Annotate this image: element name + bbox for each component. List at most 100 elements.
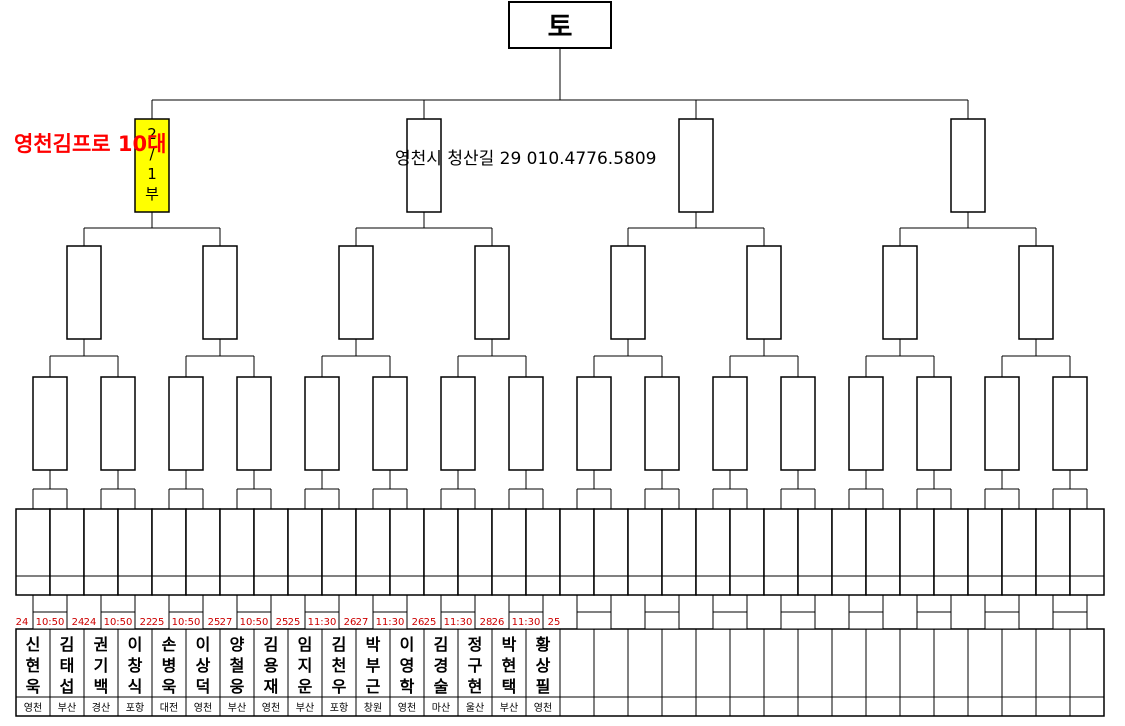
player-region: 영천 <box>194 702 212 714</box>
match-time-box <box>1052 611 1088 630</box>
match-score: 24 <box>72 617 85 628</box>
round1-box <box>559 508 595 596</box>
player-region: 창원 <box>364 702 382 714</box>
round1-box <box>831 508 867 596</box>
match-score: 22 <box>140 617 153 628</box>
player-name: 우 <box>332 677 347 696</box>
player-name: 김 <box>332 635 347 654</box>
match-time-box <box>780 611 816 630</box>
highlight-box <box>134 118 170 213</box>
player-name: 경 <box>434 656 449 675</box>
match-time: 10:50 <box>36 617 65 628</box>
round2-box <box>576 376 612 471</box>
round1-box <box>1001 508 1037 596</box>
match-time-box <box>644 611 680 630</box>
match-score: 26 <box>412 617 425 628</box>
round1-box <box>321 508 357 596</box>
player-name: 황 <box>536 635 551 654</box>
match-score: 26 <box>492 617 505 628</box>
round2-box <box>508 376 544 471</box>
player-name: 창 <box>128 656 143 675</box>
round1-box <box>729 508 765 596</box>
tournament-title: 영천김프로 10대 <box>14 132 167 156</box>
match-time-box <box>304 611 340 630</box>
match-time: 10:50 <box>240 617 269 628</box>
player-name: 덕 <box>196 677 211 696</box>
player-name: 박 <box>502 635 517 654</box>
round4-box <box>950 118 986 213</box>
round2-box <box>100 376 136 471</box>
round3-box <box>610 245 646 340</box>
player-region: 영천 <box>534 702 552 714</box>
round3-box <box>474 245 510 340</box>
match-time-box <box>848 611 884 630</box>
round2-box <box>440 376 476 471</box>
match-time-box <box>984 611 1020 630</box>
player-name: 현 <box>26 656 41 675</box>
highlight-box-text: / <box>149 145 155 163</box>
player-name: 욱 <box>26 677 41 696</box>
player-name: 운 <box>298 677 313 696</box>
player-region: 부산 <box>58 702 76 714</box>
player-region: 부산 <box>500 702 518 714</box>
match-time: 11:30 <box>376 617 405 628</box>
player-name: 박 <box>366 635 381 654</box>
player-name: 정 <box>468 635 483 654</box>
round3-box <box>66 245 102 340</box>
match-score: 25 <box>424 617 437 628</box>
player-name: 권 <box>94 635 109 654</box>
player-name: 부 <box>366 656 381 675</box>
player-name: 김 <box>264 635 279 654</box>
player-name: 기 <box>94 656 109 675</box>
round2-box <box>848 376 884 471</box>
top-box-label: 토 <box>548 12 573 43</box>
match-time-box <box>372 611 408 630</box>
round1-box <box>457 508 493 596</box>
round2-box <box>32 376 68 471</box>
round1-box <box>763 508 799 596</box>
player-name: 욱 <box>162 677 177 696</box>
match-time: 11:30 <box>512 617 541 628</box>
match-time: 10:50 <box>172 617 201 628</box>
player-region: 대전 <box>160 702 178 714</box>
round1-box <box>49 508 85 596</box>
match-score: 25 <box>548 617 561 628</box>
round1-box <box>1069 508 1105 596</box>
highlight-box-text: 2 <box>147 125 157 143</box>
round3-box <box>746 245 782 340</box>
player-name: 천 <box>332 656 347 675</box>
player-name: 근 <box>366 677 381 696</box>
round2-box <box>372 376 408 471</box>
round2-box <box>712 376 748 471</box>
match-time: 11:30 <box>308 617 337 628</box>
round4-box <box>678 118 714 213</box>
player-name: 지 <box>298 656 313 675</box>
player-name: 병 <box>162 656 177 675</box>
round2-box <box>780 376 816 471</box>
match-score: 25 <box>208 617 221 628</box>
round1-box <box>1035 508 1071 596</box>
player-name: 양 <box>230 635 245 654</box>
player-region: 포항 <box>126 702 144 714</box>
match-time-box <box>236 611 272 630</box>
match-score: 26 <box>344 617 357 628</box>
round2-box <box>984 376 1020 471</box>
player-name: 용 <box>264 656 279 675</box>
player-name: 웅 <box>230 677 245 696</box>
round1-box <box>627 508 663 596</box>
round1-box <box>423 508 459 596</box>
highlight-box-text: 부 <box>145 185 159 203</box>
round1-box <box>287 508 323 596</box>
player-region: 영천 <box>262 702 280 714</box>
player-name: 택 <box>502 677 517 696</box>
round1-box <box>797 508 833 596</box>
player-name: 손 <box>162 635 177 654</box>
player-region: 부산 <box>228 702 246 714</box>
player-name: 현 <box>468 677 483 696</box>
player-name: 현 <box>502 656 517 675</box>
round2-box <box>168 376 204 471</box>
round1-box <box>219 508 255 596</box>
round1-box <box>253 508 289 596</box>
player-name: 김 <box>434 635 449 654</box>
